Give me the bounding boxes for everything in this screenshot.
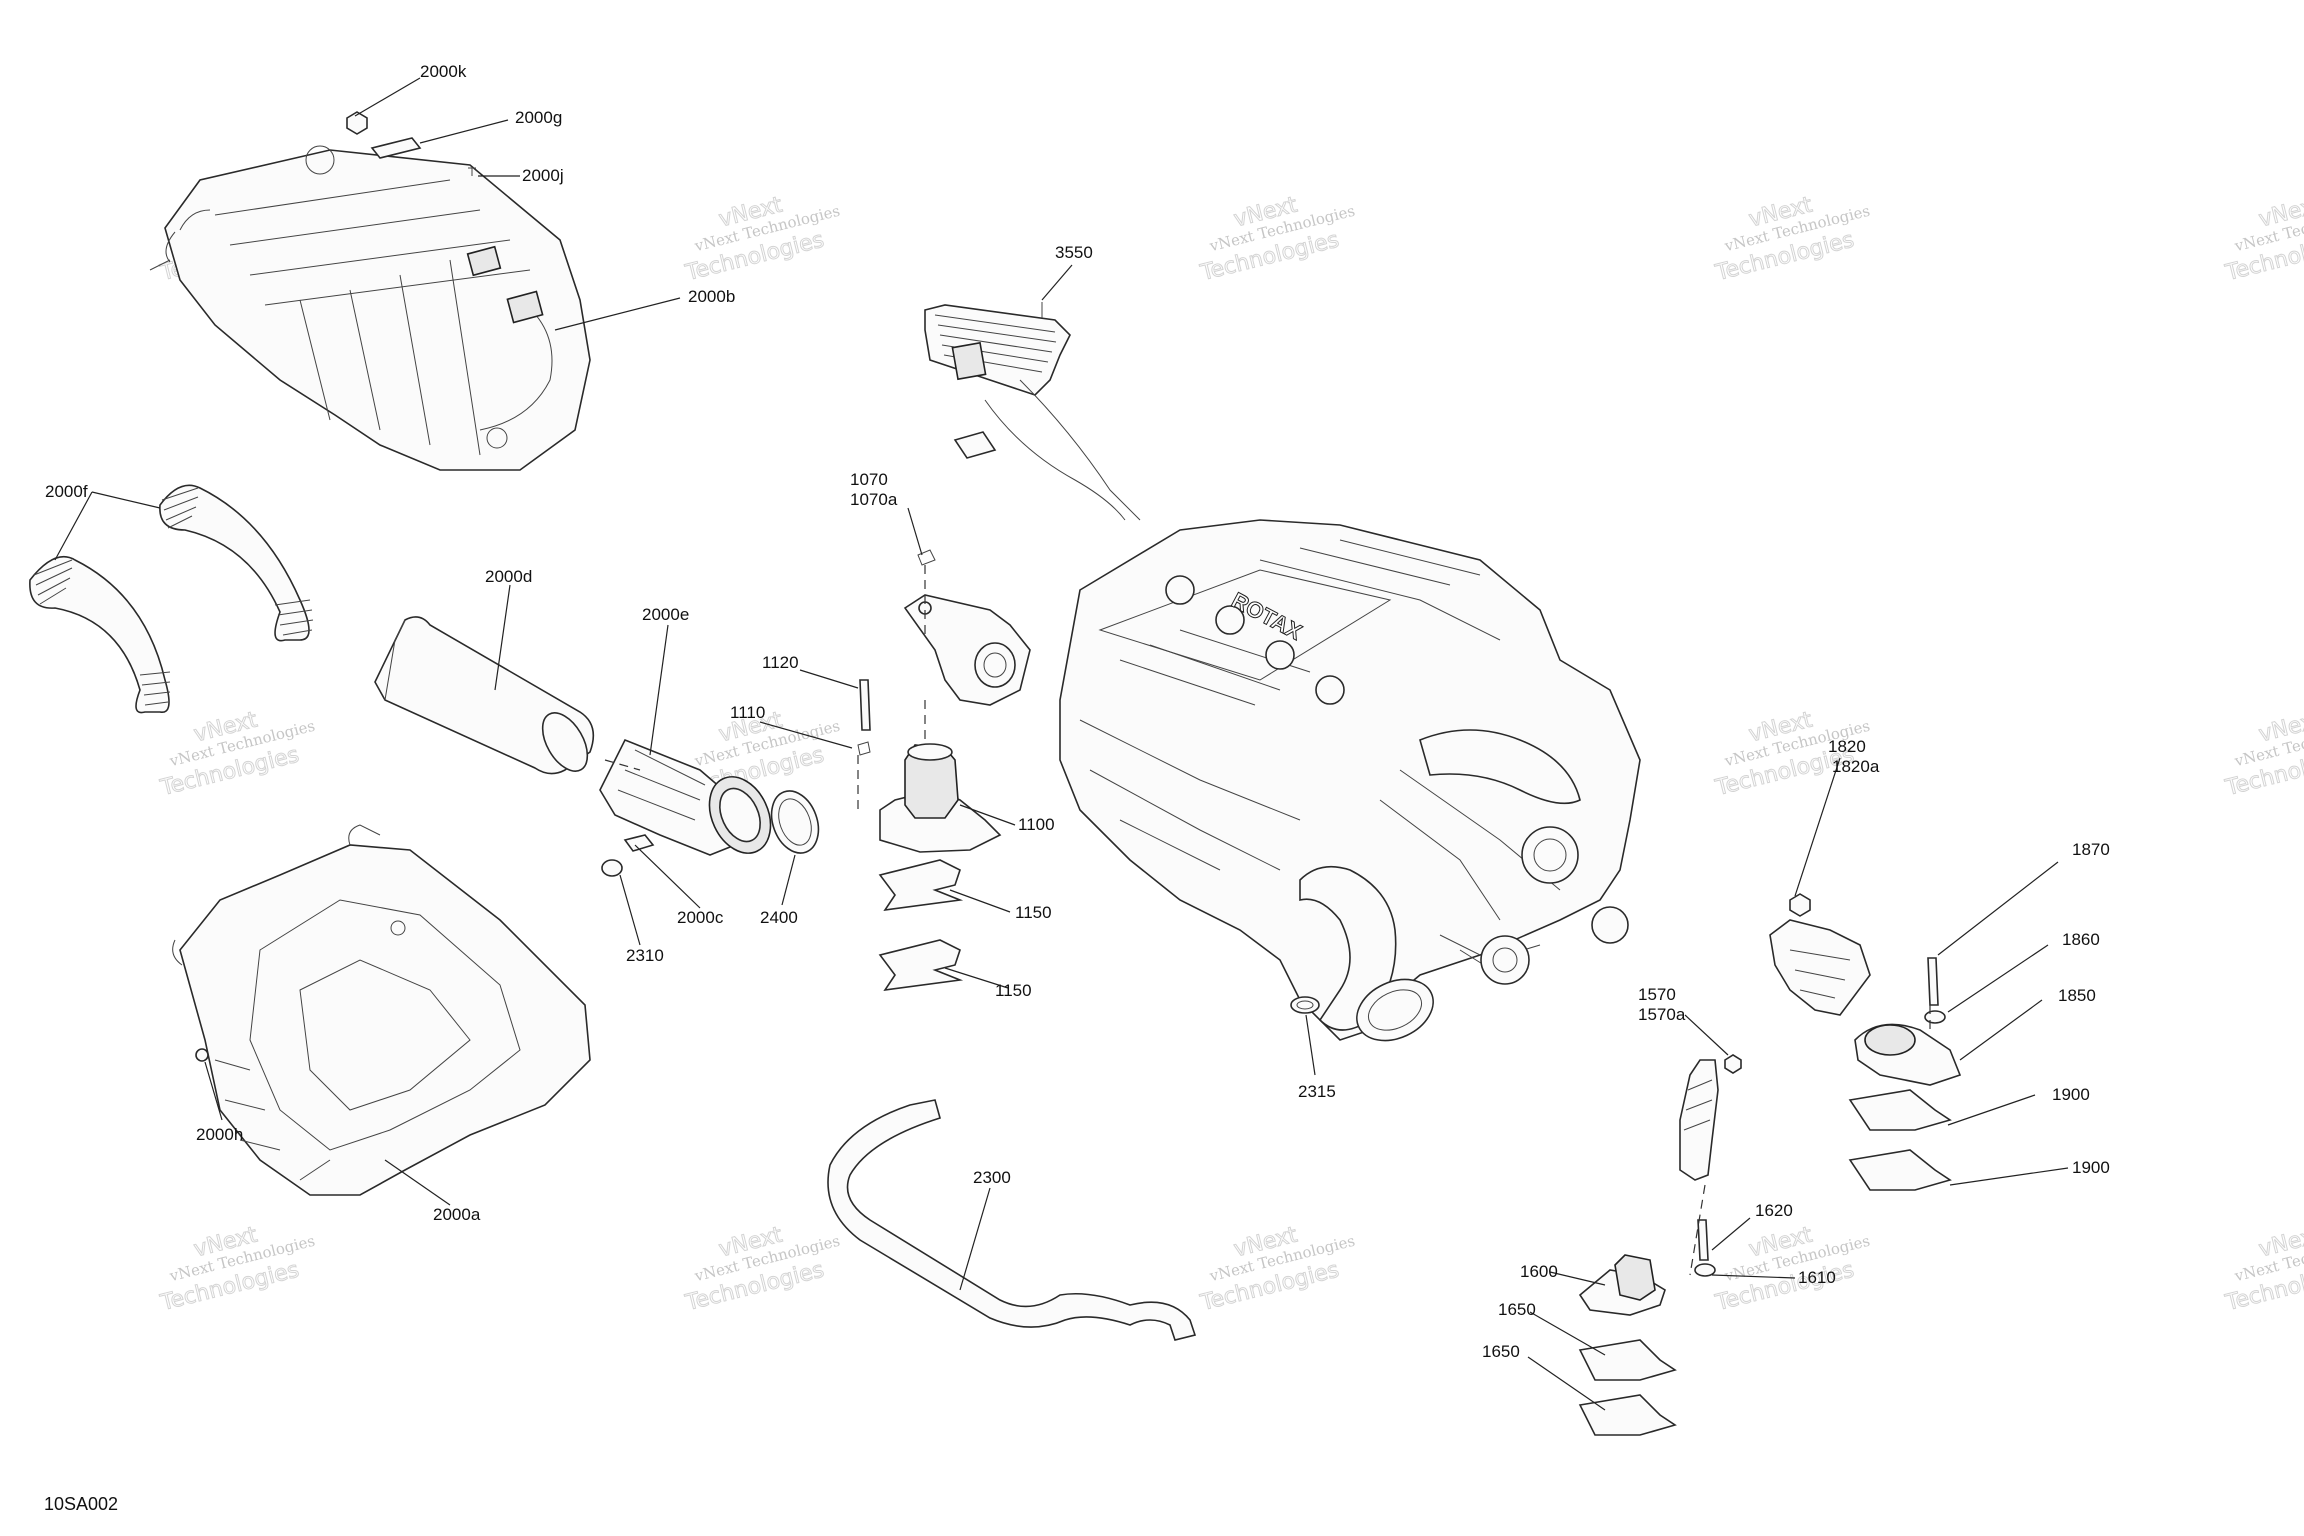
callout-2300: 2300: [973, 1168, 1011, 1187]
watermark: vNext vNext Technologies Technologies: [1197, 192, 1357, 287]
watermark: vNext vNext Technologies Technologies: [682, 192, 842, 287]
side-mount-illustration: [1578, 1054, 1742, 1436]
watermark: vNext vNext Technologies Technologies: [157, 1222, 317, 1317]
engine-illustration: ROTAX: [1059, 519, 1641, 1042]
callout-1610: 1610: [1798, 1268, 1836, 1287]
callout-2310: 2310: [626, 946, 664, 965]
watermark: vNext vNext Technologies Technologies: [157, 707, 317, 802]
callout-1820: 1820: [1828, 737, 1866, 756]
intake-tube-illustration: [374, 616, 595, 775]
callout-1900-upper: 1900: [2052, 1085, 2090, 1104]
callout-1120: 1120: [762, 653, 799, 672]
flexible-tubes-illustration: [29, 484, 314, 714]
ecm-module-illustration: [924, 302, 1141, 521]
watermark: vNext vNext Technologies Technologies: [2222, 707, 2304, 802]
callout-1070a: 1070a: [850, 490, 898, 509]
callout-1820a: 1820a: [1832, 757, 1880, 776]
watermark: vNext vNext Technologies Technologies: [2222, 192, 2304, 287]
callout-1570: 1570: [1638, 985, 1676, 1004]
alignment-lines: [604, 565, 1931, 1276]
callout-1650-lower: 1650: [1482, 1342, 1520, 1361]
callout-2000b: 2000b: [688, 287, 735, 306]
callout-1900-lower: 1900: [2072, 1158, 2110, 1177]
rear-mount-illustration: [1769, 893, 1962, 1191]
callout-2000h: 2000h: [196, 1125, 243, 1144]
top-hardware-illustration: [346, 111, 476, 176]
callout-3550: 3550: [1055, 243, 1093, 262]
lower-intake-housing-illustration: [172, 824, 591, 1196]
callout-1600: 1600: [1520, 1262, 1558, 1281]
callout-1570a: 1570a: [1638, 1005, 1686, 1024]
callout-2000k: 2000k: [420, 62, 467, 81]
upper-intake-housing-illustration: [149, 145, 591, 471]
callout-2315: 2315: [1298, 1082, 1336, 1101]
hose-illustration: [827, 1099, 1197, 1341]
callout-1860: 1860: [2062, 930, 2100, 949]
callout-1070: 1070: [850, 470, 888, 489]
callout-2000d: 2000d: [485, 567, 532, 586]
callout-1150-upper: 1150: [1015, 903, 1052, 922]
watermark: vNext vNext Technologies Technologies: [2222, 1222, 2304, 1317]
clamp-illustration: [1290, 996, 1320, 1014]
watermark: vNext vNext Technologies Technologies: [682, 1222, 842, 1317]
watermark: vNext vNext Technologies Technologies: [1712, 1222, 1872, 1317]
callout-2000e: 2000e: [642, 605, 689, 624]
callout-1110: 1110: [730, 703, 765, 722]
callout-1620: 1620: [1755, 1201, 1793, 1220]
callout-labels: 2000k 2000g 2000j 2000b 2000f 2000d 2000…: [45, 62, 2110, 1361]
callout-2400: 2400: [760, 908, 798, 927]
callout-2000c: 2000c: [677, 908, 724, 927]
callout-2000j: 2000j: [522, 166, 564, 185]
callout-2000g: 2000g: [515, 108, 562, 127]
callout-2000f: 2000f: [45, 482, 88, 501]
callout-1870: 1870: [2072, 840, 2110, 859]
front-mount-illustration: [857, 549, 1031, 992]
watermark: vNext vNext Technologies Technologies: [1712, 192, 1872, 287]
figure-reference: 10SA002: [44, 1494, 118, 1514]
callout-1100: 1100: [1018, 815, 1055, 834]
callout-1850: 1850: [2058, 986, 2096, 1005]
callout-1650-upper: 1650: [1498, 1300, 1536, 1319]
leader-lines: [54, 77, 2069, 1411]
callout-1150-lower: 1150: [995, 981, 1032, 1000]
callout-2000a: 2000a: [433, 1205, 481, 1224]
watermark: vNext vNext Technologies Technologies: [1197, 1222, 1357, 1317]
